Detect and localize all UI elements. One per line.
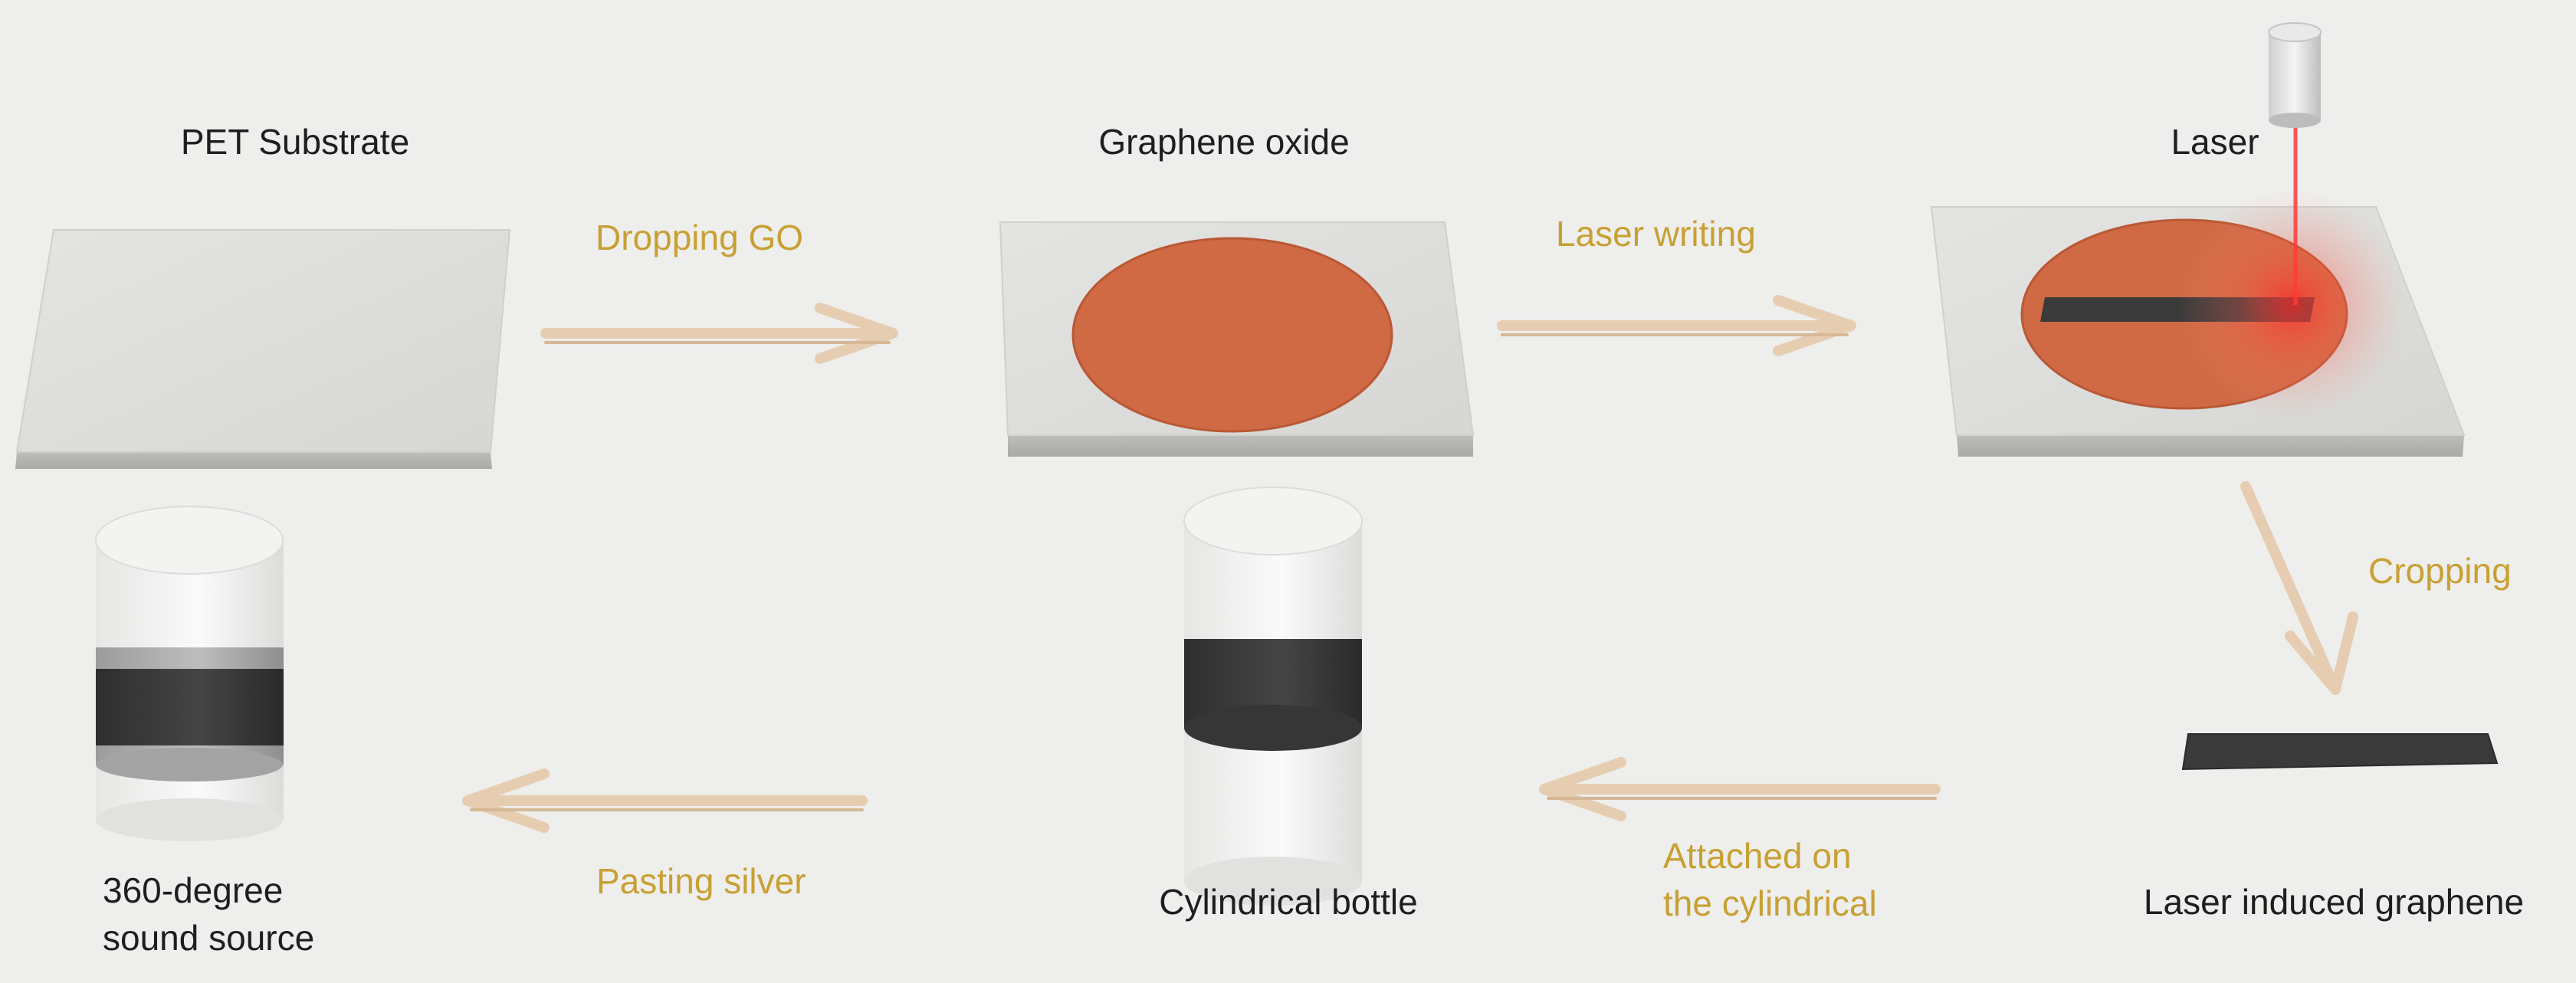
cylindrical-bottle xyxy=(1183,487,1363,906)
step-attached-line2: the cylindrical xyxy=(1663,883,1877,923)
label-sound-source-line2: sound source xyxy=(103,918,315,958)
label-cylindrical-bottle: Cylindrical bottle xyxy=(1159,882,1418,922)
label-graphene-oxide: Graphene oxide xyxy=(1098,122,1350,162)
step-pasting-silver: Pasting silver xyxy=(596,861,806,901)
label-laser: Laser xyxy=(2171,122,2259,162)
silver-band-top xyxy=(96,647,284,669)
sound-source-cylinder xyxy=(95,506,284,841)
laser-writing-plate xyxy=(1930,190,2466,457)
pet-substrate-plate xyxy=(15,229,511,469)
step-attached-line1: Attached on xyxy=(1663,836,1852,876)
step-dropping-go: Dropping GO xyxy=(596,218,804,257)
label-laser-induced-graphene: Laser induced graphene xyxy=(2143,882,2525,922)
arrow-cropping xyxy=(2240,481,2358,695)
arrow-pasting-silver xyxy=(462,768,868,833)
arrow-laser-writing xyxy=(1497,295,1856,356)
graphene-oxide-disc xyxy=(1071,237,1393,433)
graphene-oxide-plate xyxy=(999,221,1475,457)
label-sound-source-line1: 360-degree xyxy=(103,870,284,910)
arrow-dropping-go xyxy=(540,303,898,364)
laser-icon xyxy=(2268,22,2322,305)
laser-glow xyxy=(2177,190,2407,420)
laser-induced-graphene-strip xyxy=(2181,733,2499,771)
step-laser-writing: Laser writing xyxy=(1556,214,1756,254)
step-cropping: Cropping xyxy=(2368,551,2512,591)
graphene-band xyxy=(96,669,284,745)
arrow-attached xyxy=(1539,757,1941,821)
label-pet-substrate: PET Substrate xyxy=(180,122,410,162)
